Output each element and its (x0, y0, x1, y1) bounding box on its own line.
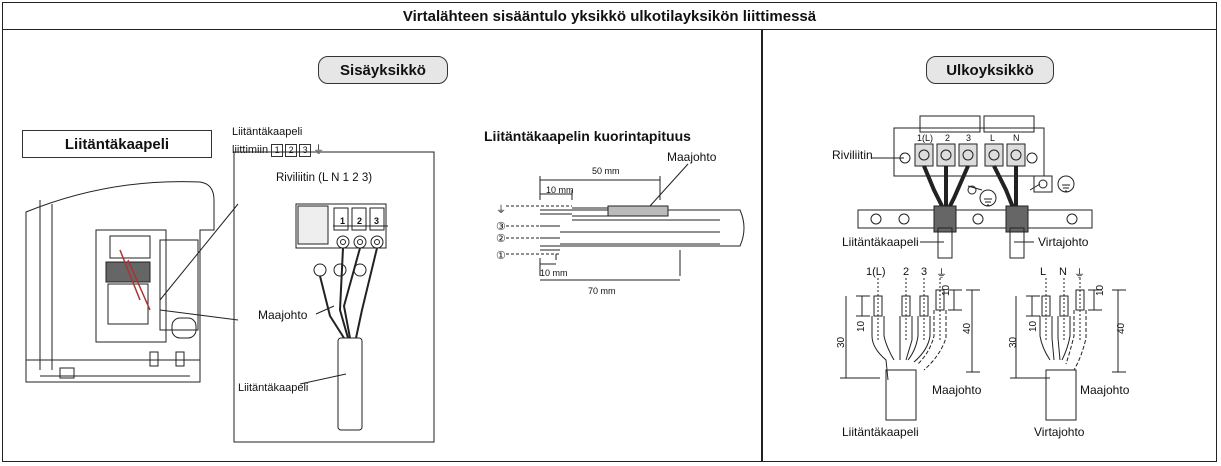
zoom-cable (337, 337, 363, 431)
terminal-box-1: 1 (271, 143, 284, 157)
zoom-term-1: 1 (340, 216, 345, 226)
wire-marker-1: ① (496, 250, 506, 262)
outdoor-mark-1L: 1(L) (917, 133, 934, 143)
cable-box-label: Liitäntäkaapeli (22, 130, 212, 158)
terminal-box-3: 3 (299, 143, 312, 157)
wire-marker-2: ② (496, 233, 506, 245)
left-wire-1L: 1(L) (866, 266, 886, 278)
strip-length-diagram (506, 163, 745, 281)
outdoor-ground-label-left: Maajohto (932, 383, 982, 397)
outdoor-mark-3: 3 (966, 133, 972, 143)
wire-marker-3: ③ (496, 221, 506, 233)
dim-10-top: 10 mm (546, 185, 574, 195)
zoom-term-2: 2 (357, 216, 362, 226)
zoom-box (233, 151, 435, 443)
zoom-terminal-block (295, 203, 388, 277)
ground-symbol-icon: ⏚ (313, 144, 325, 156)
outdoor-mark-N: N (1013, 133, 1020, 143)
outdoor-bottom-left-label: Liitäntäkaapeli (842, 425, 919, 439)
section-divider (761, 29, 763, 461)
right-wire-L: L (1040, 266, 1047, 278)
left-wire-ground: ⏚ (936, 268, 947, 280)
outdoor-terminal-block-label: Riviliitin (832, 148, 873, 162)
right-wire-ground: ⏚ (1074, 268, 1085, 280)
outdoor-bottom-right-label: Virtajohto (1034, 425, 1085, 439)
ground-wire-label: Maajohto (258, 308, 308, 322)
dim-50: 50 mm (592, 166, 620, 176)
indoor-section-label: Sisäyksikkö (318, 56, 448, 84)
outdoor-connection-cable-label: Liitäntäkaapeli (842, 235, 919, 249)
outdoor-mark-2: 2 (945, 133, 951, 143)
cable-note-line1: Liitäntäkaapeli (232, 126, 303, 138)
cable-label: Liitäntäkaapeli (238, 382, 309, 394)
terminal-block-label: Riviliitin (L N 1 2 3) (276, 172, 373, 184)
indoor-unit-illustration (25, 181, 239, 383)
right-wire-N: N (1059, 266, 1067, 278)
outdoor-power-cord-label: Virtajohto (1038, 235, 1089, 249)
cable-note-line2: liittimiin (232, 144, 269, 156)
page-title: Virtalähteen sisääntulo yksikkö ulkotila… (3, 3, 1216, 30)
strip-ground-label: Maajohto (667, 150, 717, 164)
outdoor-section-label: Ulkoyksikkö (926, 56, 1054, 84)
terminal-box-2: 2 (285, 143, 298, 157)
outdoor-wire-prep-left (840, 278, 980, 421)
zoom-term-3: 3 (374, 216, 379, 226)
outdoor-wire-prep-right (1010, 278, 1126, 421)
strip-title: Liitäntäkaapelin kuorintapituus (484, 128, 691, 144)
wire-marker-ground: ⏚ (496, 205, 506, 216)
dim-70: 70 mm (588, 286, 616, 296)
left-wire-3: 3 (921, 266, 928, 278)
left-wire-2: 2 (903, 266, 910, 278)
outdoor-terminal-block (857, 115, 1093, 259)
outdoor-ground-label-right: Maajohto (1080, 383, 1130, 397)
outdoor-mark-L: L (990, 133, 996, 143)
dim-10-bottom: 10 mm (540, 268, 568, 278)
